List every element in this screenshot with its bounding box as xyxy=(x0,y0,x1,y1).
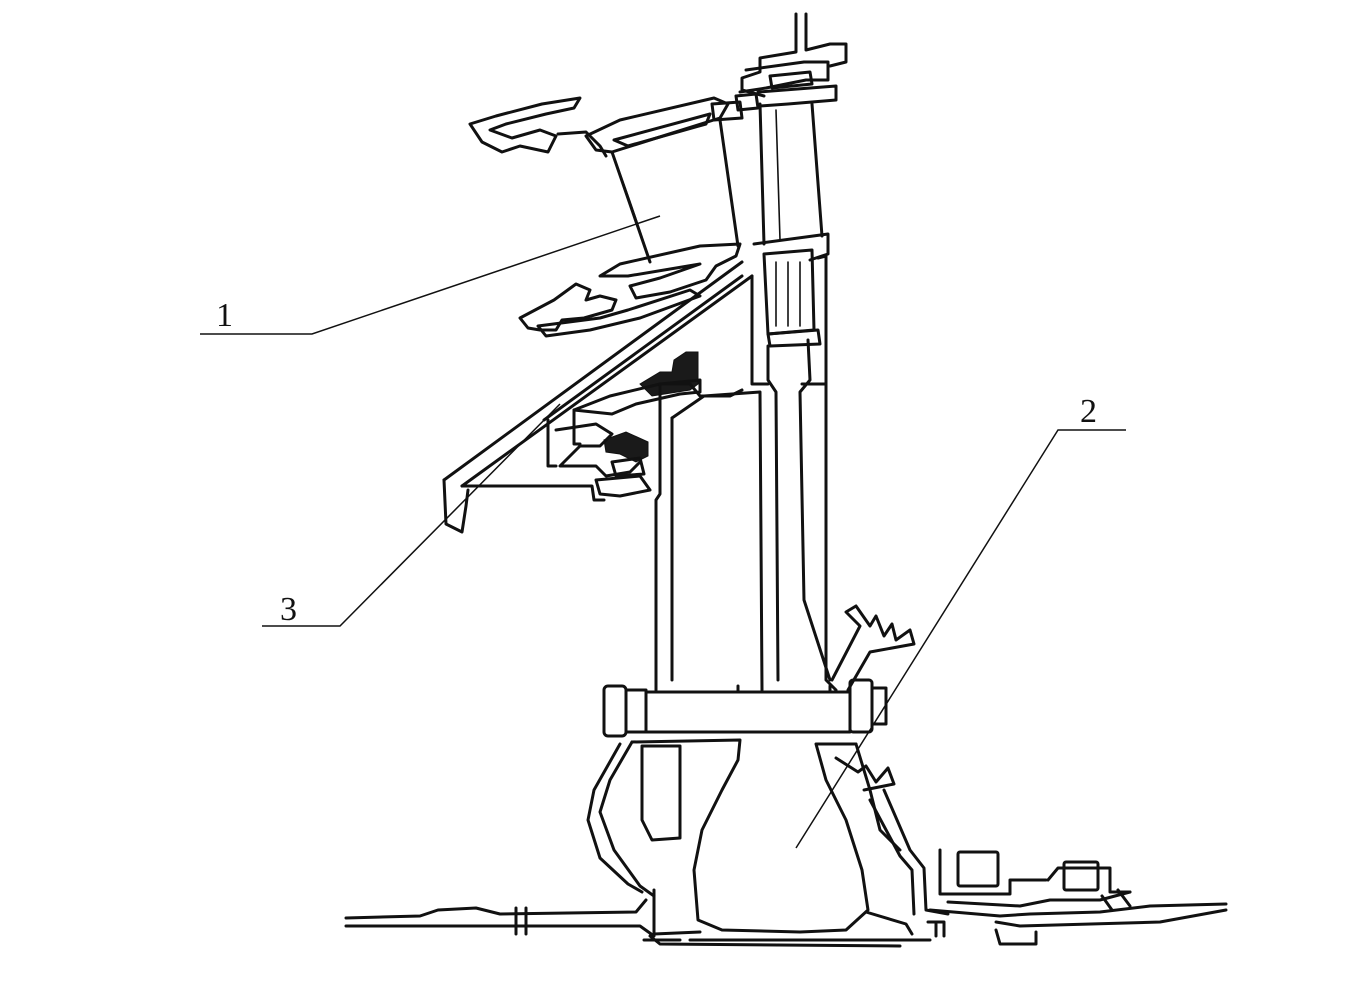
bolted-flange xyxy=(602,678,888,738)
outer-casing-top xyxy=(710,12,848,122)
leader-lines xyxy=(200,215,1126,849)
drive-shaft xyxy=(344,898,656,938)
support-cone xyxy=(442,260,770,534)
leader-line-2 xyxy=(795,429,1126,849)
callout-3: 3 xyxy=(280,591,297,628)
callout-1: 1 xyxy=(216,297,233,334)
disk-hub xyxy=(586,738,932,948)
seal-arm-teeth xyxy=(830,604,916,692)
nozzle-outer-platform xyxy=(468,96,730,158)
leader-line-3 xyxy=(262,403,561,627)
aft-support xyxy=(868,788,1228,946)
leader-line-1 xyxy=(200,215,661,335)
labyrinth-seal xyxy=(554,351,702,498)
turbine-disk xyxy=(654,338,838,692)
callout-2: 2 xyxy=(1080,393,1097,430)
blade-root xyxy=(752,232,830,386)
nozzle-inner-platform xyxy=(518,242,742,338)
nozzle-vane xyxy=(610,118,740,264)
rotor-blade xyxy=(758,102,824,246)
